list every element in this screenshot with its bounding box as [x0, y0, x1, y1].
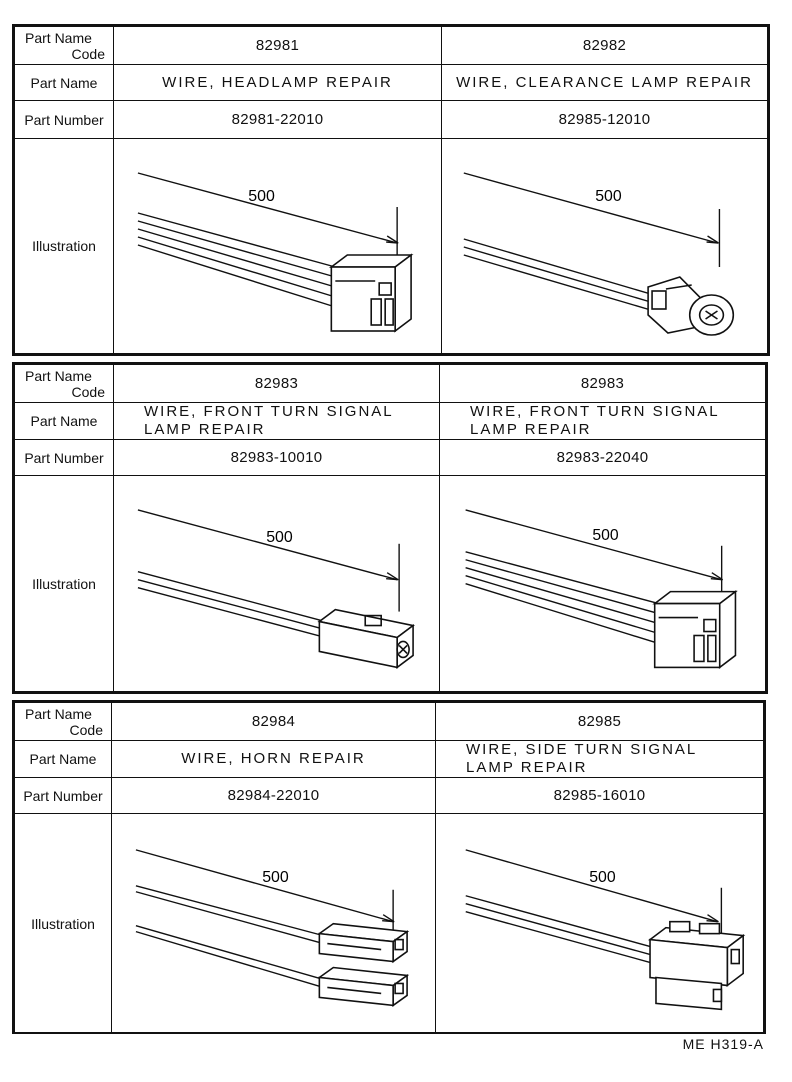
row-number: Part Number 82981-22010 82985-12010 [14, 100, 768, 139]
label-part-number: Part Number [14, 100, 114, 139]
parts-table-1: Part Name Code 82981 82982 Part Name WIR… [14, 26, 768, 354]
wire-harness-illustration: 500 [137, 172, 414, 333]
row-code: Part Name Code 82983 82983 [14, 364, 766, 403]
row-number: Part Number 82983-10010 82983-22040 [14, 439, 766, 476]
row-number: Part Number 82984-22010 82985-16010 [14, 777, 764, 814]
part-code: 82982 [441, 26, 768, 65]
wire-bundle [463, 238, 655, 312]
wire-harness-illustration: 500 [135, 849, 410, 1007]
label-illustration: Illustration [14, 474, 114, 693]
label-part-number: Part Number [14, 777, 112, 814]
connector-plug-lower [317, 966, 410, 1007]
part-code: 82981 [113, 26, 442, 65]
part-code: 82983 [113, 364, 440, 403]
dimension-arrow [382, 914, 395, 923]
label-part-name-code: Part Name Code [14, 26, 114, 65]
illustration-cell: 500 [439, 474, 766, 693]
row-name: Part Name WIRE, FRONT TURN SIGNAL LAMP R… [14, 402, 766, 440]
label-part-name-code: Part Name Code [14, 364, 114, 403]
dimension-label: 500 [595, 188, 622, 205]
dimension-label: 500 [592, 527, 618, 544]
dimension-line [465, 509, 722, 581]
wire-bundle [137, 571, 326, 639]
label-part-name: Part Name [14, 740, 112, 778]
parts-table-2: Part Name Code 82983 82983 Part Name WIR… [14, 364, 766, 693]
wire-harness-illustration: 500 [463, 172, 735, 336]
dimension-label: 500 [266, 529, 293, 546]
row-illustration: Illustration [14, 474, 766, 693]
connector-round-socket [647, 276, 735, 336]
part-number: 82985-16010 [435, 777, 764, 814]
dimension-arrow [386, 572, 399, 581]
illustration-cell: 500 [111, 812, 436, 1035]
part-number: 82984-22010 [111, 777, 436, 814]
wire-bundle [465, 551, 659, 645]
wire-upper [135, 885, 324, 945]
row-name: Part Name WIRE, HEADLAMP REPAIR WIRE, CL… [14, 64, 768, 101]
part-number: 82985-12010 [441, 100, 768, 139]
wire-bundle [137, 212, 336, 308]
wire-bundle [465, 895, 655, 965]
part-name: WIRE, FRONT TURN SIGNAL LAMP REPAIR [113, 402, 440, 440]
connector-side-socket [647, 920, 746, 1011]
part-number: 82983-22040 [439, 439, 766, 476]
parts-block-2: Part Name Code 82983 82983 Part Name WIR… [12, 362, 768, 694]
dimension-label: 500 [589, 869, 616, 886]
dimension-line [137, 172, 398, 244]
parts-table-3: Part Name Code 82984 82985 Part Name WIR… [14, 702, 764, 1035]
dimension-arrow [706, 235, 719, 244]
dimension-arrow [386, 235, 399, 244]
part-number: 82983-10010 [113, 439, 440, 476]
connector-plug-upper [317, 922, 410, 964]
label-part-name: Part Name [14, 64, 114, 101]
wire-lower [135, 924, 324, 989]
connector-rect-box [328, 253, 414, 333]
connector-rect-box [652, 590, 738, 669]
parts-block-1: Part Name Code 82981 82982 Part Name WIR… [12, 24, 770, 356]
dimension-line [463, 172, 718, 244]
illustration-cell: 500 [441, 138, 768, 354]
part-name: WIRE, CLEARANCE LAMP REPAIR [441, 64, 768, 101]
illustration-cell: 500 [113, 138, 442, 354]
parts-block-3: Part Name Code 82984 82985 Part Name WIR… [12, 700, 766, 1035]
part-code: 82985 [435, 702, 764, 741]
dimension-label: 500 [262, 869, 289, 886]
wire-harness-illustration: 500 [465, 849, 746, 1011]
row-code: Part Name Code 82981 82982 [14, 26, 768, 65]
label-illustration: Illustration [14, 138, 114, 354]
row-code: Part Name Code 82984 82985 [14, 702, 764, 741]
connector-small-box [317, 608, 415, 669]
part-code: 82983 [439, 364, 766, 403]
part-name: WIRE, HORN REPAIR [111, 740, 436, 778]
illustration-cell: 500 [113, 474, 440, 693]
part-name: WIRE, SIDE TURN SIGNAL LAMP REPAIR [435, 740, 764, 778]
dimension-line [465, 849, 718, 923]
wire-harness-illustration: 500 [137, 509, 415, 669]
row-illustration: Illustration [14, 812, 764, 1035]
dimension-label: 500 [248, 188, 275, 205]
label-part-number: Part Number [14, 439, 114, 476]
part-name: WIRE, FRONT TURN SIGNAL LAMP REPAIR [439, 402, 766, 440]
wire-harness-illustration: 500 [465, 509, 738, 669]
dimension-line [137, 509, 398, 581]
part-number: 82981-22010 [113, 100, 442, 139]
label-part-name-code: Part Name Code [14, 702, 112, 741]
figure-id: ME H319-A [682, 1036, 764, 1052]
part-name: WIRE, HEADLAMP REPAIR [113, 64, 442, 101]
row-illustration: Illustration [14, 138, 768, 354]
dimension-arrow [710, 572, 724, 581]
dimension-line [135, 849, 394, 923]
label-part-name: Part Name [14, 402, 114, 440]
row-name: Part Name WIRE, HORN REPAIR WIRE, SIDE T… [14, 740, 764, 778]
label-illustration: Illustration [14, 812, 112, 1035]
part-code: 82984 [111, 702, 436, 741]
dimension-arrow [706, 914, 719, 923]
illustration-cell: 500 [435, 812, 764, 1035]
